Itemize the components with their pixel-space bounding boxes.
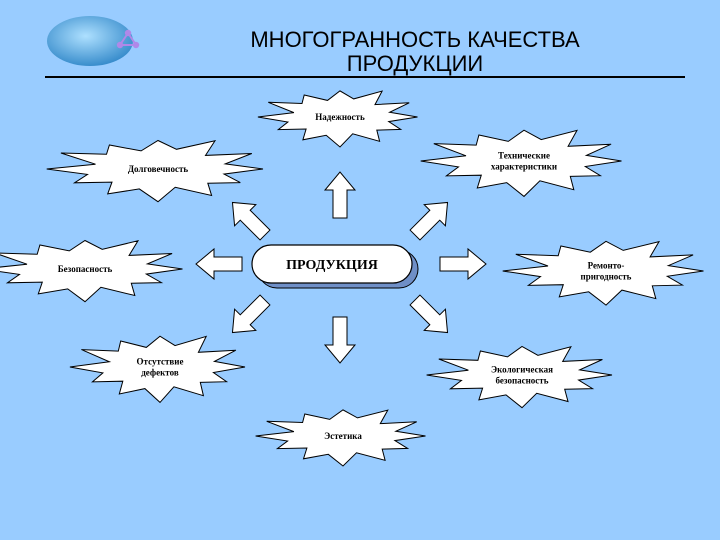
attribute-label: пригодность <box>581 272 632 282</box>
arrow-top <box>323 171 357 219</box>
burst-left: Безопасность <box>0 239 183 303</box>
burst-top: Надежность <box>257 90 418 148</box>
starburst-shape <box>426 345 613 409</box>
attribute-label: Надежность <box>315 112 365 122</box>
arrow-bottom-right <box>409 294 449 334</box>
arrow-top-left <box>231 201 271 241</box>
arrow-bottom <box>323 316 357 364</box>
attribute-label: безопасность <box>496 376 549 386</box>
arrow-right <box>439 247 487 281</box>
starburst-shape <box>420 129 622 198</box>
center-node: ПРОДУКЦИЯ <box>251 244 419 289</box>
arrows-group <box>195 171 487 364</box>
triangle-network-icon <box>116 29 140 49</box>
title-line-2: ПРОДУКЦИИ <box>346 51 484 76</box>
center-label: ПРОДУКЦИЯ <box>286 258 378 273</box>
attribute-label: Экологическая <box>491 365 553 375</box>
title-line-1: МНОГОГРАННОСТЬ КАЧЕСТВА <box>250 27 580 52</box>
starburst-shape <box>69 335 246 404</box>
starburst-shape <box>255 409 426 467</box>
attribute-label: Отсутствие <box>137 357 184 367</box>
starburst-shape <box>257 90 418 148</box>
attribute-label: Долговечность <box>128 164 189 174</box>
attribute-label: характеристики <box>491 162 557 172</box>
attribute-label: Ремонто- <box>588 261 625 271</box>
burst-top-left: Долговечность <box>46 139 264 203</box>
title-divider <box>45 76 685 78</box>
page-title: МНОГОГРАННОСТЬ КАЧЕСТВА ПРОДУКЦИИ <box>200 28 630 76</box>
starburst-shape <box>46 139 264 203</box>
attribute-label: Эстетика <box>324 431 362 441</box>
burst-right: Ремонто-пригодность <box>502 240 704 306</box>
attribute-bursts: НадежностьТехническиехарактеристикиРемон… <box>0 90 704 467</box>
arrow-top-right <box>409 201 449 241</box>
starburst-shape <box>0 239 183 303</box>
arrow-bottom-left <box>231 294 271 334</box>
attribute-label: Безопасность <box>58 264 113 274</box>
logo <box>47 16 140 66</box>
burst-bottom: Эстетика <box>255 409 426 467</box>
starburst-shape <box>502 240 704 306</box>
arrow-left <box>195 247 243 281</box>
attribute-label: Технические <box>498 151 550 161</box>
attribute-label: дефектов <box>141 368 179 378</box>
